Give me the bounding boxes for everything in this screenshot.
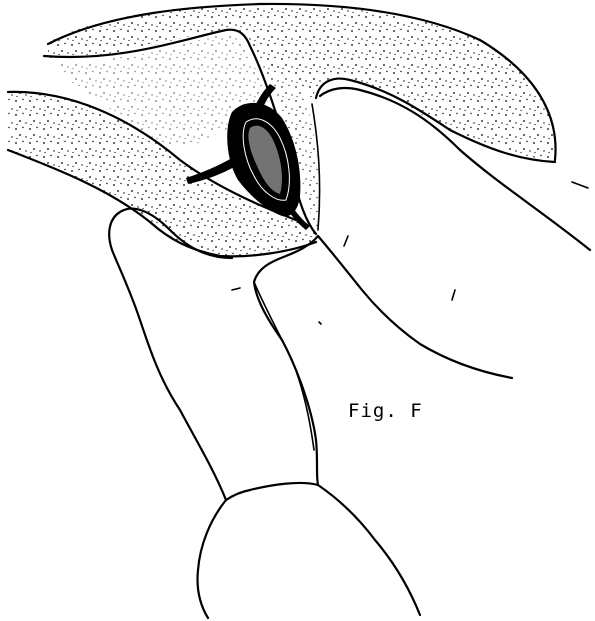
tick-mark-5	[232, 288, 240, 290]
tick-mark-4	[319, 322, 321, 324]
right-finger-outline	[318, 236, 512, 378]
lower-palm-outline	[318, 485, 420, 615]
tick-mark-1	[572, 182, 588, 188]
tick-mark-2	[452, 290, 455, 300]
figure-label: Fig. F	[348, 400, 423, 422]
lower-left-outline	[197, 500, 226, 618]
tick-mark-3	[344, 236, 348, 246]
